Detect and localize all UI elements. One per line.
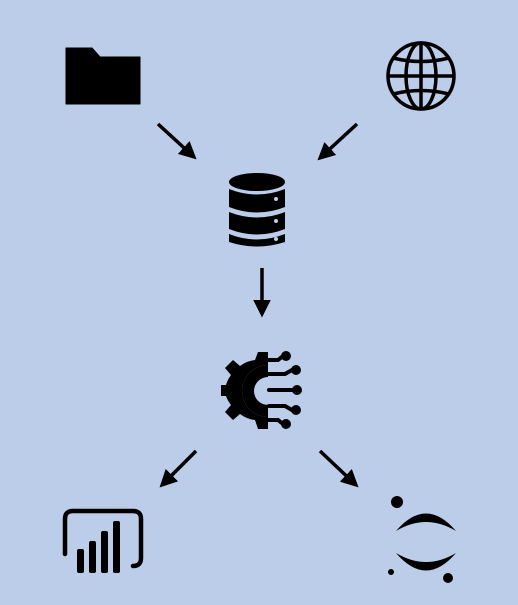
folder-icon: [65, 47, 141, 105]
power-bi-icon: [62, 508, 144, 573]
globe-icon: [386, 41, 456, 111]
arrow-gear-to-jupyter: [318, 449, 359, 488]
edge-arrows: [156, 122, 359, 488]
arrow-gear-to-powerbi: [159, 449, 198, 488]
jupyter-icon: [388, 496, 456, 583]
database-icon: [229, 173, 285, 247]
arrow-folder-to-database: [156, 122, 197, 160]
gear-circuit-icon: [221, 351, 302, 429]
arrow-globe-to-database: [317, 122, 359, 161]
